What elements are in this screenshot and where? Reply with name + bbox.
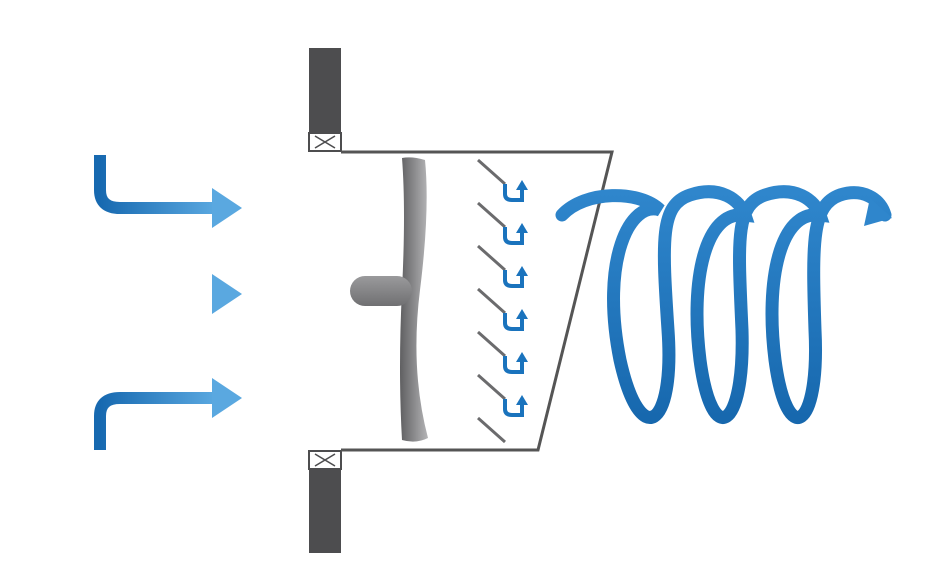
guide-vane-icon (477, 287, 506, 315)
guide-vane-icon (477, 244, 506, 272)
guide-vanes (477, 158, 528, 444)
swirl-arrow-head (516, 309, 528, 319)
bracket-cross-lower (314, 453, 336, 467)
inflow-arrow-head (212, 274, 242, 314)
wall-lower (309, 469, 341, 553)
guide-vane-icon (477, 373, 506, 401)
inflow-arrow-icon (94, 155, 215, 214)
wall-upper (309, 48, 341, 133)
swirl-arrow-icon (503, 227, 524, 245)
wall-section (308, 48, 342, 553)
fan-assembly (350, 157, 428, 442)
swirl-arrow-icon (503, 313, 524, 331)
inflow-arrows (92, 155, 242, 450)
fan-blade-icon (400, 157, 428, 442)
swirl-arrow-icon (503, 399, 524, 417)
fan-hub-icon (350, 276, 412, 306)
swirl-arrow-head (516, 395, 528, 405)
swirl-arrow-head (516, 352, 528, 362)
guide-vane-icon (477, 158, 506, 186)
swirl-arrow-icon (503, 270, 524, 288)
spiral-arrow-head (864, 198, 892, 226)
guide-vane-icon (477, 416, 506, 444)
swirl-arrow-icon (503, 184, 524, 202)
swirl-arrow-head (516, 266, 528, 276)
guide-vane-icon (477, 201, 506, 229)
swirl-arrow-head (516, 223, 528, 233)
bracket-cross-upper (314, 135, 336, 149)
spiral-airflow (555, 185, 892, 424)
guide-vane-icon (477, 330, 506, 358)
inflow-arrow-icon (94, 392, 215, 450)
spiral-airflow-icon (555, 185, 892, 424)
swirl-arrow-icon (503, 356, 524, 374)
diffuser-housing-icon (341, 150, 614, 452)
inflow-arrow-head (212, 188, 242, 228)
inflow-arrow-head (212, 378, 242, 418)
swirl-arrow-head (516, 180, 528, 190)
